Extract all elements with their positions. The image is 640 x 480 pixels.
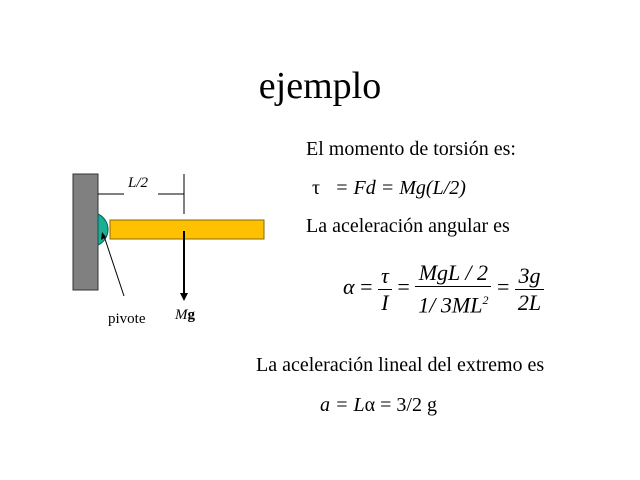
weight-arrow-head (180, 293, 188, 301)
fraction-tau-over-i: τ I (377, 263, 392, 316)
fraction-result: 3g 2L (514, 263, 545, 316)
pivot-pointer-head (101, 232, 106, 240)
rod (109, 219, 265, 240)
weight-label: Mg (175, 307, 195, 323)
fraction-torque-over-inertia: MgL / 2 1/ 3ML2 (415, 260, 492, 318)
length-label: L/2 (128, 175, 149, 191)
wall (72, 173, 99, 291)
linear-acceleration-equation: a = Lα = 3/2 g (320, 394, 437, 416)
slide-title: ejemplo (258, 65, 382, 107)
angular-acceleration-formula: α = τ I = MgL / 2 1/ 3ML2 = 3g 2L (343, 260, 545, 318)
torque-intro: El momento de torsión es: (306, 138, 516, 160)
angular-intro: La aceleración angular es (306, 215, 510, 237)
linear-intro: La aceleración lineal del extremo es (256, 354, 545, 376)
tau-symbol: τ (312, 177, 321, 199)
torque-equation: τ = Fd = Mg(L/2) (312, 177, 466, 199)
pivot-label: pivote (108, 311, 146, 327)
pivot-pointer (103, 235, 125, 297)
pivot (97, 213, 109, 246)
